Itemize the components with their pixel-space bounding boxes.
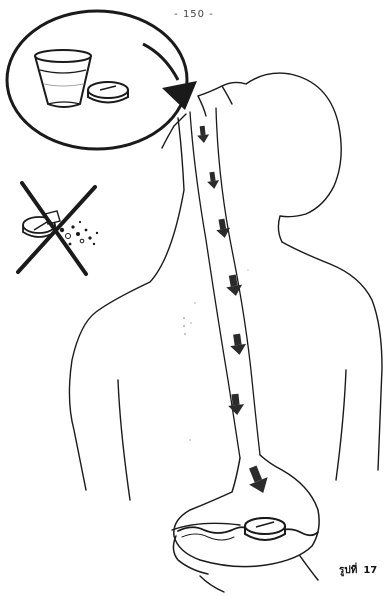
down-arrow-icon	[243, 463, 272, 496]
stomach	[173, 455, 319, 580]
down-arrow-icon	[224, 274, 243, 297]
scan-specks	[183, 270, 248, 441]
left-neck-outline	[69, 118, 184, 490]
inset-circle	[7, 11, 187, 149]
crossed-out-crushed-tablet	[18, 183, 98, 274]
down-arrow-icon	[227, 393, 245, 416]
inset-glass-and-tablet	[7, 11, 197, 149]
head-outline	[198, 73, 341, 242]
tablet-in-stomach-icon	[245, 518, 285, 540]
esophagus	[190, 108, 260, 458]
tablet-icon	[88, 82, 128, 103]
down-arrow-icon	[196, 125, 210, 143]
figure-caption: รูปที่ 17	[339, 563, 377, 578]
body-outline	[69, 73, 382, 592]
right-neck-outline	[282, 242, 382, 470]
down-arrow-icon	[229, 333, 248, 356]
down-arrow-icon	[206, 171, 220, 190]
glass-of-water-icon	[35, 50, 91, 107]
caption-word: รูปที่	[339, 565, 357, 576]
caption-number: 17	[363, 565, 377, 576]
flow-arrows	[196, 125, 272, 496]
pointer-arrow-icon	[143, 44, 197, 110]
